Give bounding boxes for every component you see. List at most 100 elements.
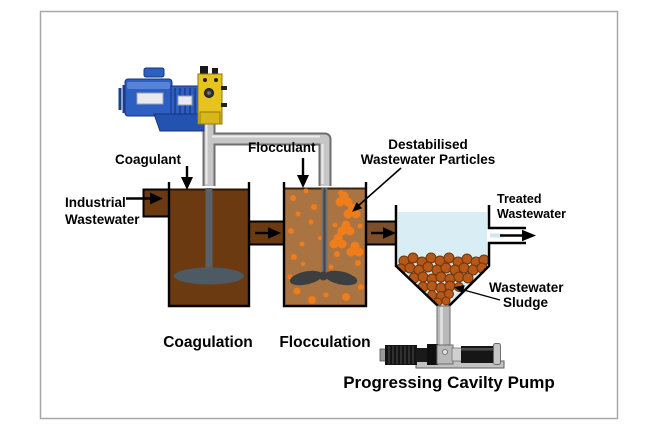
pump-spacer xyxy=(451,347,463,362)
transfer-pipe-1-outline xyxy=(249,220,285,246)
dosing-pipe xyxy=(202,118,332,186)
destabilised-arrow-line xyxy=(357,167,402,207)
sludge-arrow-line xyxy=(461,288,501,301)
dosing-pipe-body xyxy=(204,118,330,186)
floc-dot xyxy=(295,211,301,217)
industrial-wastewater-label-line1: Industrial xyxy=(65,195,126,210)
floc-dot xyxy=(293,287,301,295)
propeller-hub xyxy=(319,271,328,281)
flocculant-label: Flocculant xyxy=(248,140,316,155)
drain-pipe-highlight xyxy=(440,307,443,354)
head-side-bolt xyxy=(221,103,227,107)
propeller xyxy=(289,270,358,286)
propeller-blade xyxy=(289,270,323,286)
floc-dot xyxy=(334,251,340,257)
floc-cluster xyxy=(350,241,360,251)
floc-dot xyxy=(299,241,305,247)
coagulation-tank xyxy=(142,182,285,308)
clarifier-right-wall-outlet-bottom xyxy=(448,241,526,307)
floc-cluster xyxy=(339,191,349,201)
head-top-fitting xyxy=(200,66,208,76)
floc-dot xyxy=(357,223,363,229)
arrows xyxy=(126,158,536,301)
coupling-flange xyxy=(427,344,438,365)
propeller-blade xyxy=(324,270,358,286)
wastewater-sludge-label-line1: Wastewater xyxy=(489,280,564,295)
head-bolt xyxy=(214,78,218,82)
floc-cluster xyxy=(333,233,343,243)
outlet-stream xyxy=(490,233,503,238)
floc-cluster xyxy=(341,220,351,230)
coagulant-arrowhead xyxy=(181,177,193,190)
destabilised-arrowhead xyxy=(352,202,363,212)
motor-nameplate xyxy=(136,92,164,105)
sludge-ball xyxy=(441,296,451,306)
tee-bolt xyxy=(442,349,448,355)
flocculation-stage-label: Flocculation xyxy=(279,334,370,351)
stirrer-shaft-core xyxy=(323,188,326,272)
sludge-ball xyxy=(426,280,438,292)
sludge-ball xyxy=(440,262,452,274)
clarifier xyxy=(394,205,526,356)
inlet-pipe-outline xyxy=(142,188,171,218)
motor-fin xyxy=(118,88,122,110)
labels: Coagulant Flocculant Industrial Wastewat… xyxy=(65,137,566,392)
treated-wastewater-label-line1: Treated xyxy=(497,192,541,206)
coupling xyxy=(416,348,428,362)
floc-cluster xyxy=(340,197,348,205)
clarifier-right-wall-outlet-top xyxy=(487,205,526,230)
floc-dot xyxy=(308,296,316,304)
sludge-ball xyxy=(404,262,416,274)
floc-dot xyxy=(342,293,350,301)
coagulant-label: Coagulant xyxy=(115,152,182,167)
floc-cluster xyxy=(351,247,359,255)
treated-wastewater-label-line2: Wastewater xyxy=(497,207,566,221)
sludge-ball xyxy=(407,252,419,264)
flocculant-arrowhead xyxy=(297,175,309,188)
head-side-bolt xyxy=(221,86,227,90)
floc-dot xyxy=(311,204,317,210)
clarifier-left-wall xyxy=(394,205,439,307)
stator-highlight xyxy=(461,348,495,351)
floc-dot xyxy=(290,195,296,201)
floc-dot xyxy=(358,284,364,290)
head-top-fitting xyxy=(212,68,218,76)
motor-terminal-box xyxy=(143,67,165,78)
head-lower-block xyxy=(199,111,221,125)
sludge-ball xyxy=(425,252,437,264)
discharge-flange xyxy=(493,343,501,365)
sludge-ball xyxy=(453,271,465,283)
sludge-ball xyxy=(462,272,474,284)
dosing-pipe-highlight xyxy=(205,122,324,184)
sludge-ball xyxy=(443,252,455,264)
pipe2-arrowhead xyxy=(383,227,396,239)
dosing-pump xyxy=(118,66,227,132)
gearbox-plate xyxy=(177,95,193,106)
wastewater-sludge-label-line2: Sludge xyxy=(503,295,548,310)
destabilised-label-line2: Wastewater Particles xyxy=(361,152,496,167)
inlet-pipe xyxy=(143,190,171,217)
sludge-ball xyxy=(435,271,447,283)
sludge-ball xyxy=(458,262,470,274)
floc-dot xyxy=(323,292,329,298)
motor-ribs xyxy=(388,346,414,364)
cavity-pump-label: Progressing Cavilty Pump xyxy=(343,373,555,392)
sludge-ball xyxy=(461,253,473,265)
floc-dot xyxy=(303,188,309,194)
floc-dot xyxy=(308,219,314,225)
motor-fin xyxy=(122,85,126,113)
sludge-ball xyxy=(417,271,429,283)
treated-arrowhead xyxy=(522,229,536,242)
coagulation-tank-walls xyxy=(167,182,251,308)
floc-dot xyxy=(355,260,361,266)
stirrer-paddle xyxy=(174,267,244,285)
pipe1-arrowhead xyxy=(268,227,281,239)
cavity-pump xyxy=(379,343,505,369)
transfer-pipe-2-outline xyxy=(366,220,397,246)
head-bolt xyxy=(203,78,207,82)
flocculation-tank-walls xyxy=(282,182,368,308)
pump-bracket xyxy=(153,113,205,132)
floc-dot xyxy=(328,264,334,270)
